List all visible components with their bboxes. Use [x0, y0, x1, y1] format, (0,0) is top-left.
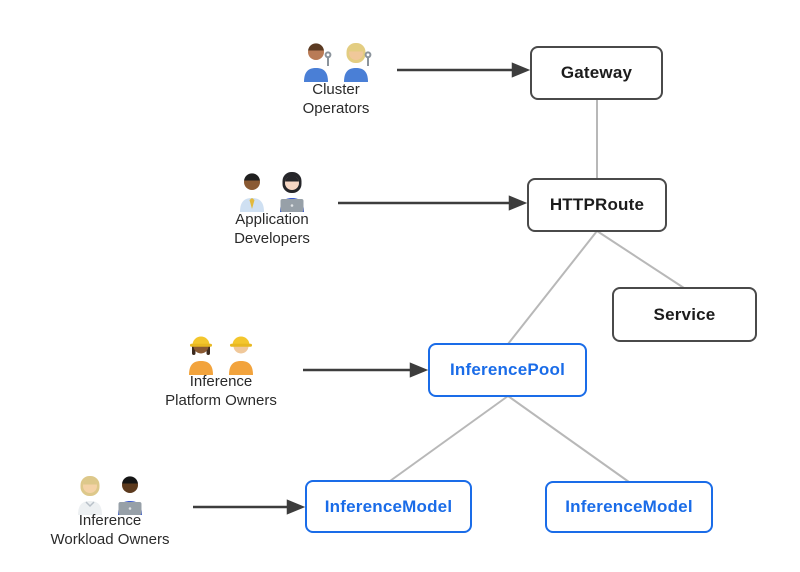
- man-technologist-icon: [118, 476, 142, 515]
- arrowhead-inferencepool: [409, 362, 429, 378]
- actor-application-developers-line2: Developers: [234, 230, 310, 247]
- edge-httproute-inferencepool: [507, 230, 598, 345]
- edge-inferencepool-inferencemodel-right: [507, 395, 630, 483]
- actor-inference-workload-owners-line2: Workload Owners: [50, 531, 170, 548]
- edge-httproute-service: [596, 230, 685, 289]
- actor-label-cluster-operators: Cluster Operators: [251, 80, 421, 118]
- actor-cluster-operators-line2: Operators: [302, 100, 370, 117]
- cluster-operators-icons: [299, 38, 373, 82]
- node-gateway: Gateway: [530, 46, 663, 100]
- node-inferencemodel-left-label: InferenceModel: [324, 496, 453, 516]
- node-gateway-label: Gateway: [560, 63, 633, 82]
- actor-label-application-developers: Application Developers: [187, 210, 357, 248]
- inference-platform-owners-icons: [184, 331, 258, 375]
- woman-mechanic-icon: [344, 43, 372, 82]
- edge-inferencepool-inferencemodel-left: [389, 395, 509, 482]
- actor-label-inference-platform-owners: Inference Platform Owners: [136, 372, 306, 410]
- actor-application-developers-line1: Application: [235, 211, 309, 228]
- man-construction-worker-icon: [229, 336, 253, 375]
- actor-inference-platform-owners-line2: Platform Owners: [165, 392, 277, 409]
- node-inferencemodel-right: InferenceModel: [545, 481, 713, 533]
- node-service-label: Service: [653, 304, 716, 324]
- actor-cluster-operators-line1: Cluster: [312, 81, 360, 98]
- inference-workload-owners-icons: [73, 471, 147, 515]
- node-httproute: HTTPRoute: [527, 178, 667, 232]
- actor-inference-platform-owners-line1: Inference: [189, 373, 253, 390]
- man-mechanic-icon: [304, 43, 332, 82]
- node-httproute-label: HTTPRoute: [549, 195, 645, 214]
- woman-technologist-icon: [280, 172, 304, 212]
- node-inferencemodel-left: InferenceModel: [305, 480, 472, 533]
- woman-construction-worker-icon: [189, 336, 213, 375]
- actor-inference-workload-owners-line1: Inference: [78, 512, 142, 529]
- node-inferencemodel-right-label: InferenceModel: [565, 497, 693, 516]
- application-developers-icons: [235, 168, 309, 212]
- node-service: Service: [612, 287, 757, 342]
- node-inferencepool: InferencePool: [428, 343, 587, 397]
- arrowhead-inferencemodel: [286, 499, 306, 515]
- health-worker-icon: [78, 476, 102, 515]
- arrowhead-httproute: [508, 195, 528, 211]
- actor-label-inference-workload-owners: Inference Workload Owners: [25, 511, 195, 549]
- node-inferencepool-label: InferencePool: [449, 360, 566, 379]
- man-office-worker-icon: [240, 173, 264, 212]
- arrowhead-gateway: [511, 62, 531, 78]
